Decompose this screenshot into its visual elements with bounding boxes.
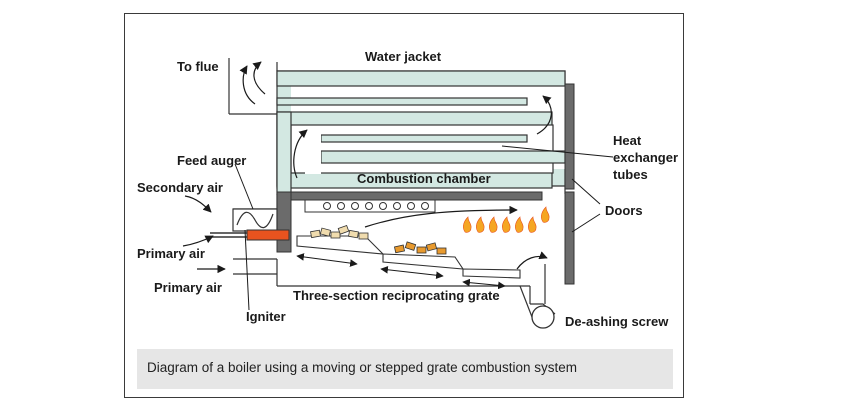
flue-duct: [228, 58, 278, 115]
boiler-diagram: To flue Water jacket Feed auger Secondar…: [137, 49, 678, 329]
leader-lines: [234, 145, 614, 311]
deashing-screw: [519, 285, 556, 329]
combustion-baffle: [276, 191, 543, 201]
label-grate: Three-section reciprocating grate: [293, 288, 500, 303]
label-doors: Doors: [605, 203, 643, 218]
label-primary-air-1: Primary air: [137, 246, 205, 261]
label-deashing-screw: De-ashing screw: [565, 314, 669, 329]
fuel-pieces: [310, 224, 447, 255]
grate-motion-arrows: [296, 253, 506, 290]
doors: [564, 83, 575, 285]
flame-icons: [463, 206, 550, 233]
front-wall: [276, 191, 292, 253]
label-secondary-air: Secondary air: [137, 180, 223, 195]
secondary-air-nozzles: [304, 199, 436, 213]
label-feed-auger: Feed auger: [177, 153, 246, 168]
feed-auger: [232, 208, 278, 232]
label-heat-exchanger-1: Heat: [613, 133, 642, 148]
label-heat-exchanger-2: exchanger: [613, 150, 678, 165]
reciprocating-grate: [296, 235, 521, 279]
caption-text: Diagram of a boiler using a moving or st…: [147, 360, 577, 375]
label-water-jacket: Water jacket: [365, 49, 442, 64]
label-to-flue: To flue: [177, 59, 219, 74]
label-combustion-chamber: Combustion chamber: [357, 171, 491, 186]
label-primary-air-2: Primary air: [154, 280, 222, 295]
flow-arrows: [182, 61, 552, 274]
label-heat-exchanger-3: tubes: [613, 167, 648, 182]
figure-frame: To flue Water jacket Feed auger Secondar…: [124, 13, 684, 398]
caption-box: Diagram of a boiler using a moving or st…: [137, 349, 673, 389]
label-igniter: Igniter: [246, 309, 286, 324]
igniter: [210, 229, 290, 241]
